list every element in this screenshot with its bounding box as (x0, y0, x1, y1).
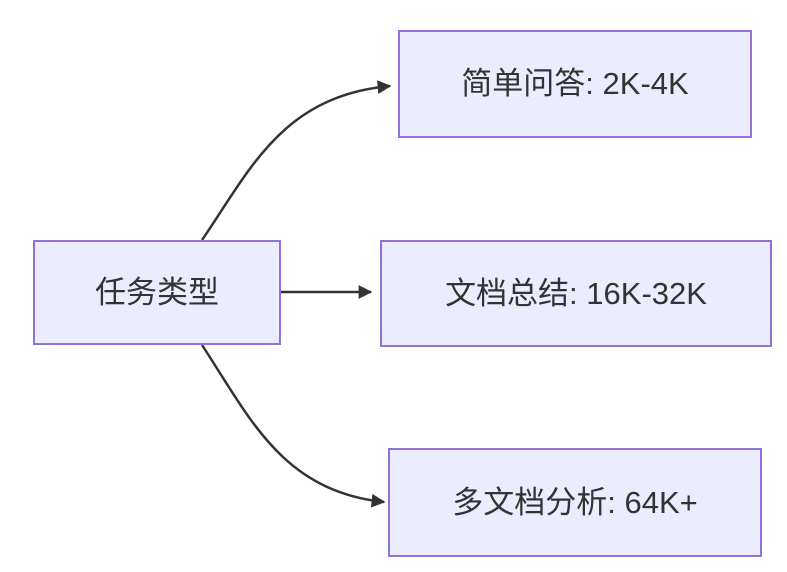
node-task-type: 任务类型 (33, 240, 281, 345)
edge-root-to-multi-doc (200, 344, 386, 508)
node-multi-doc: 多文档分析: 64K+ (388, 448, 762, 557)
node-doc-summary-label: 文档总结: 16K-32K (445, 275, 707, 311)
node-multi-doc-label: 多文档分析: 64K+ (452, 484, 698, 520)
node-simple-qa-label: 简单问答: 2K-4K (461, 66, 689, 102)
node-task-type-label: 任务类型 (95, 274, 219, 310)
edge-root-to-simple-qa (200, 80, 392, 241)
node-simple-qa: 简单问答: 2K-4K (398, 30, 752, 138)
node-doc-summary: 文档总结: 16K-32K (380, 240, 772, 347)
